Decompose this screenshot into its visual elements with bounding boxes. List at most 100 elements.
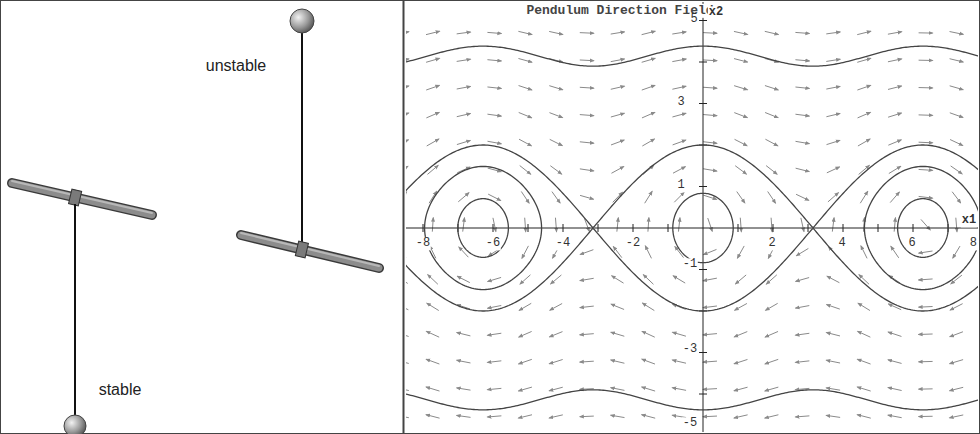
field-arrow bbox=[734, 59, 748, 63]
tick-mark bbox=[699, 103, 707, 104]
field-arrow bbox=[861, 246, 867, 259]
field-arrow bbox=[766, 166, 777, 175]
field-arrow bbox=[734, 415, 748, 418]
field-arrow bbox=[765, 31, 779, 34]
field-arrow bbox=[735, 303, 747, 310]
trajectories bbox=[406, 46, 978, 410]
field-arrow bbox=[406, 275, 408, 283]
field-arrow bbox=[826, 360, 840, 363]
field-arrow bbox=[457, 333, 471, 336]
field-arrows bbox=[406, 31, 978, 432]
field-arrow bbox=[550, 166, 561, 174]
field-arrow bbox=[642, 139, 654, 146]
field-arrow bbox=[518, 31, 532, 34]
field-arrow bbox=[678, 218, 679, 232]
field-arrow bbox=[919, 279, 933, 280]
field-arrow bbox=[826, 86, 840, 89]
field-arrow bbox=[857, 415, 871, 419]
field-arrow bbox=[734, 387, 748, 391]
field-arrow bbox=[826, 388, 840, 390]
field-arrow bbox=[611, 167, 623, 174]
field-arrow bbox=[642, 415, 656, 419]
field-arrow bbox=[795, 416, 809, 417]
field-arrow bbox=[826, 113, 840, 116]
field-arrow bbox=[643, 275, 653, 285]
field-arrow bbox=[857, 85, 870, 90]
field-arrow bbox=[457, 415, 471, 417]
field-arrow bbox=[766, 303, 778, 310]
field-arrow bbox=[487, 60, 501, 61]
tick-label: 6 bbox=[907, 237, 916, 250]
field-arrow bbox=[406, 360, 409, 364]
field-arrow bbox=[735, 275, 746, 284]
field-arrow bbox=[735, 139, 747, 145]
field-arrow bbox=[519, 112, 532, 117]
field-arrow bbox=[611, 388, 625, 391]
tick-label: -4 bbox=[555, 237, 571, 250]
field-arrow bbox=[580, 87, 594, 89]
field-arrow bbox=[860, 191, 867, 203]
field-arrow bbox=[552, 192, 560, 203]
field-arrow bbox=[427, 165, 438, 174]
tick-label: -5 bbox=[682, 417, 698, 430]
field-arrow bbox=[427, 303, 439, 310]
field-arrow bbox=[734, 31, 748, 34]
tick-label: 5 bbox=[689, 13, 698, 26]
tick-mark bbox=[699, 269, 707, 270]
field-arrow bbox=[488, 277, 501, 281]
field-arrow bbox=[890, 192, 899, 203]
field-arrow bbox=[522, 246, 528, 258]
field-arrow bbox=[642, 303, 654, 310]
field-arrow bbox=[518, 58, 532, 62]
field-arrow bbox=[826, 415, 840, 417]
field-arrow bbox=[734, 359, 747, 363]
field-arrow bbox=[642, 58, 655, 62]
field-arrow bbox=[703, 361, 717, 362]
field-arrow bbox=[429, 191, 436, 203]
field-arrow bbox=[549, 86, 562, 90]
tick-mark bbox=[668, 224, 669, 232]
field-arrow bbox=[919, 196, 933, 198]
field-arrow bbox=[550, 304, 562, 311]
field-arrow bbox=[827, 140, 840, 144]
field-arrow bbox=[858, 112, 871, 118]
field-arrow bbox=[703, 142, 717, 144]
field-arrow bbox=[611, 140, 624, 145]
field-arrow bbox=[550, 139, 563, 145]
field-arrow bbox=[457, 140, 470, 144]
field-arrow bbox=[765, 86, 778, 90]
field-arrow bbox=[950, 140, 963, 146]
field-arrow bbox=[487, 87, 501, 89]
field-arrow bbox=[611, 332, 624, 336]
unstable-pendulum bbox=[241, 9, 379, 268]
field-arrow bbox=[580, 142, 594, 143]
tick-mark bbox=[699, 186, 707, 187]
field-arrow bbox=[613, 192, 623, 202]
tick-mark bbox=[598, 224, 599, 232]
field-arrow bbox=[888, 32, 902, 35]
field-arrow bbox=[737, 192, 745, 203]
trajectory bbox=[425, 166, 542, 289]
field-arrow bbox=[951, 166, 963, 174]
field-arrow bbox=[549, 387, 563, 391]
field-arrow bbox=[463, 218, 465, 232]
field-arrow bbox=[457, 114, 471, 117]
field-arrow bbox=[734, 332, 747, 337]
field-arrow bbox=[858, 139, 870, 146]
trajectory bbox=[406, 390, 978, 410]
field-arrow bbox=[950, 415, 964, 418]
field-arrow bbox=[580, 195, 593, 199]
tick-label: 2 bbox=[767, 237, 776, 250]
field-arrow bbox=[520, 166, 531, 175]
tick-mark bbox=[738, 224, 739, 232]
field-arrow bbox=[950, 32, 964, 35]
field-arrow bbox=[487, 114, 501, 116]
field-arrow bbox=[611, 360, 625, 363]
field-arrow bbox=[406, 86, 409, 89]
field-arrow bbox=[426, 31, 440, 34]
field-arrow bbox=[919, 142, 933, 144]
field-arrow bbox=[432, 218, 434, 232]
field-arrow bbox=[919, 87, 933, 88]
field-arrow bbox=[518, 387, 531, 391]
